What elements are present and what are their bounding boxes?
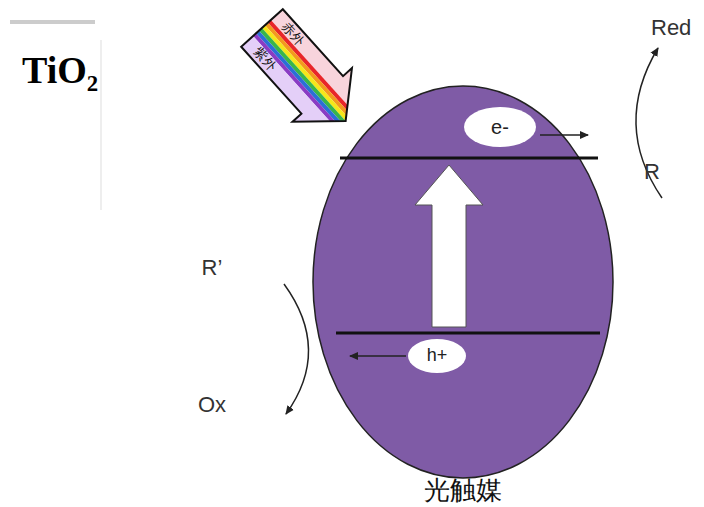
caption: 光触媒 [424,476,502,505]
light-arrow [232,1,376,148]
hole-arrow [350,355,406,357]
decor-line [100,40,102,210]
conduction-band [340,157,598,160]
catalyst-particle [313,86,613,478]
oxidation-curve [284,284,309,414]
species-label: Red [651,16,691,40]
decor-line [10,20,95,24]
title: TiO₂ [22,50,98,92]
valence-band [336,332,600,335]
species-label: R’ [202,256,223,280]
electron-oval: e- [464,107,536,147]
hole-oval: h+ [408,339,466,373]
species-label: R [644,160,660,184]
electron-arrow [540,134,588,136]
excitation-arrow [415,165,483,327]
species-label: Ox [198,393,226,417]
reduction-curve [636,48,662,198]
node-text: h+ [427,346,448,366]
node-text: e- [491,116,509,138]
